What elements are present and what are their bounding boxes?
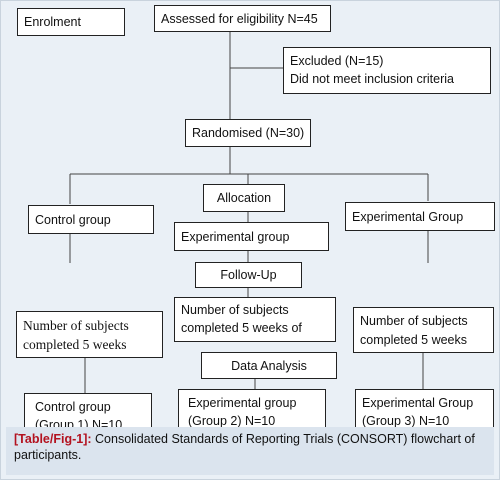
right-subjects-box: Number of subjects completed 5 weeks: [353, 307, 494, 353]
control-group-box: Control group: [28, 205, 154, 234]
control-group-label: Control group: [35, 213, 111, 227]
excluded-reason: Did not meet inclusion criteria: [290, 72, 454, 86]
figure-caption: [Table/Fig-1]: Consolidated Standards of…: [6, 427, 494, 475]
left-subjects-box: Number of subjects completed 5 weeks: [16, 311, 163, 358]
group3-line1: Experimental Group: [362, 396, 474, 410]
excluded-box: Excluded (N=15) Did not meet inclusion c…: [283, 47, 491, 94]
randomised-label: Randomised (N=30): [192, 126, 305, 140]
group1-box: Control group (Group 1) N=10: [24, 393, 152, 429]
group2-line2: (Group 2) N=10: [188, 414, 276, 428]
follow-up-box: Follow-Up: [195, 262, 302, 288]
assessed-box: Assessed for eligibility N=45: [154, 5, 331, 32]
data-analysis-label: Data Analysis: [231, 359, 307, 373]
experimental-group-center-box: Experimental group: [174, 222, 329, 251]
group3-line2: (Group 3) N=10: [362, 414, 450, 428]
group2-box: Experimental group (Group 2) N=10: [178, 389, 326, 429]
caption-label: [Table/Fig-1]:: [14, 432, 92, 446]
randomised-box: Randomised (N=30): [185, 119, 311, 147]
caption-text: Consolidated Standards of Reporting Tria…: [14, 432, 475, 462]
left-subjects-line2: completed 5 weeks: [23, 337, 127, 352]
group2-line1: Experimental group: [188, 396, 297, 410]
follow-up-label: Follow-Up: [220, 268, 277, 282]
group1-line2: (Group 1) N=10: [35, 418, 123, 429]
center-subjects-box: Number of subjects completed 5 weeks of: [174, 297, 336, 342]
enrolment-label: Enrolment: [24, 15, 81, 29]
right-subjects-line2: completed 5 weeks: [360, 333, 468, 347]
right-subjects-line1: Number of subjects: [360, 314, 468, 328]
assessed-label: Assessed for eligibility N=45: [161, 12, 318, 26]
center-subjects-line2: completed 5 weeks of: [181, 321, 302, 335]
allocation-box: Allocation: [203, 184, 285, 212]
experimental-group-right-label: Experimental Group: [352, 210, 464, 224]
experimental-group-right-box: Experimental Group: [345, 202, 495, 231]
data-analysis-box: Data Analysis: [201, 352, 337, 379]
left-subjects-line1: Number of subjects: [23, 318, 129, 333]
group1-line1: Control group: [35, 400, 111, 414]
center-subjects-line1: Number of subjects: [181, 303, 289, 317]
allocation-label: Allocation: [216, 191, 272, 205]
excluded-count: Excluded (N=15): [290, 54, 384, 68]
experimental-group-center-label: Experimental group: [181, 230, 290, 244]
enrolment-box: Enrolment: [17, 8, 125, 36]
group3-box: Experimental Group (Group 3) N=10: [355, 389, 494, 429]
